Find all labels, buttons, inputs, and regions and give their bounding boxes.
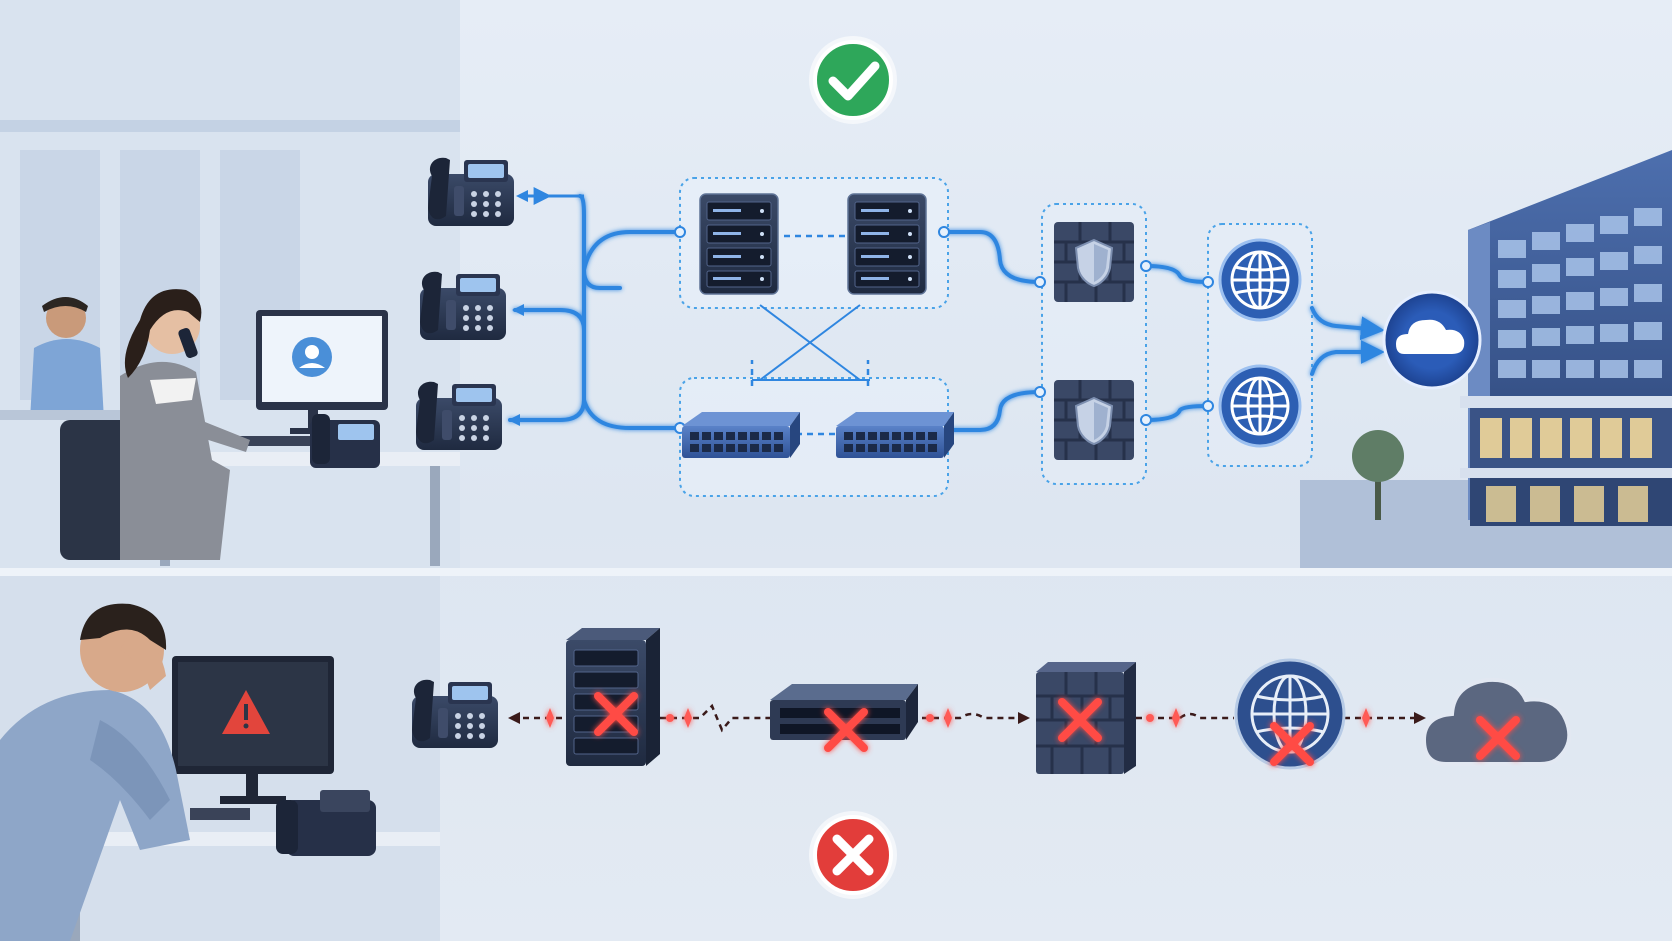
link-server-fw1 xyxy=(942,230,1042,284)
server-icon-1 xyxy=(699,193,779,295)
arrow-phone3 xyxy=(508,414,520,426)
firewall-icon-failed xyxy=(1036,662,1136,774)
switch-icon-2 xyxy=(836,412,954,458)
server-icon-2 xyxy=(847,193,927,295)
globe-icon-failed xyxy=(1234,658,1346,770)
check-icon xyxy=(809,36,897,124)
desk-phone-icon xyxy=(310,414,380,468)
phone-icon-3 xyxy=(416,381,502,450)
link-switch-fw2 xyxy=(942,390,1042,432)
monitor-warning-icon xyxy=(172,656,334,820)
office-scene-top xyxy=(0,0,460,570)
background-worker xyxy=(0,297,120,420)
switch-icon-failed xyxy=(770,684,918,748)
connection-errors xyxy=(546,708,1370,728)
cross-icon xyxy=(809,811,897,899)
arrow-phone1 xyxy=(516,190,528,202)
cloud-icon-failed xyxy=(1421,677,1572,766)
redundant-network-diagram xyxy=(416,36,1482,497)
phone-icon-failed xyxy=(412,679,498,748)
phone-icon-2 xyxy=(420,271,506,340)
link-fw2-net2 xyxy=(1144,404,1210,422)
switch-group-box xyxy=(679,377,949,497)
firewall-icon-1 xyxy=(1052,220,1136,304)
link-phone3 xyxy=(508,398,586,422)
link-to-server xyxy=(582,230,680,272)
panel-divider xyxy=(0,568,1672,576)
office-worker-on-phone-icon xyxy=(60,289,250,560)
link-fw1-net1 xyxy=(1144,264,1210,284)
globe-icon-1 xyxy=(1218,238,1302,322)
link-phone2 xyxy=(513,308,586,362)
office-scene-bottom xyxy=(0,576,440,941)
link-net1-cloud xyxy=(1310,306,1385,341)
tree-icon xyxy=(1352,430,1404,520)
desk-phone-icon-bottom xyxy=(276,790,376,856)
stressed-office-worker-icon xyxy=(0,603,190,941)
cloud-icon xyxy=(1382,290,1482,390)
failed-network-chain xyxy=(412,628,1572,899)
server-icon-failed xyxy=(566,628,660,766)
office-building-icon xyxy=(1300,150,1672,570)
link-to-switch xyxy=(582,398,680,430)
globe-icon-2 xyxy=(1218,364,1302,448)
phone-icon-1 xyxy=(428,157,514,226)
arrow-phone2 xyxy=(512,304,524,316)
link-net2-cloud xyxy=(1310,340,1385,376)
firewall-icon-2 xyxy=(1052,378,1136,462)
switch-icon-1 xyxy=(682,412,800,458)
